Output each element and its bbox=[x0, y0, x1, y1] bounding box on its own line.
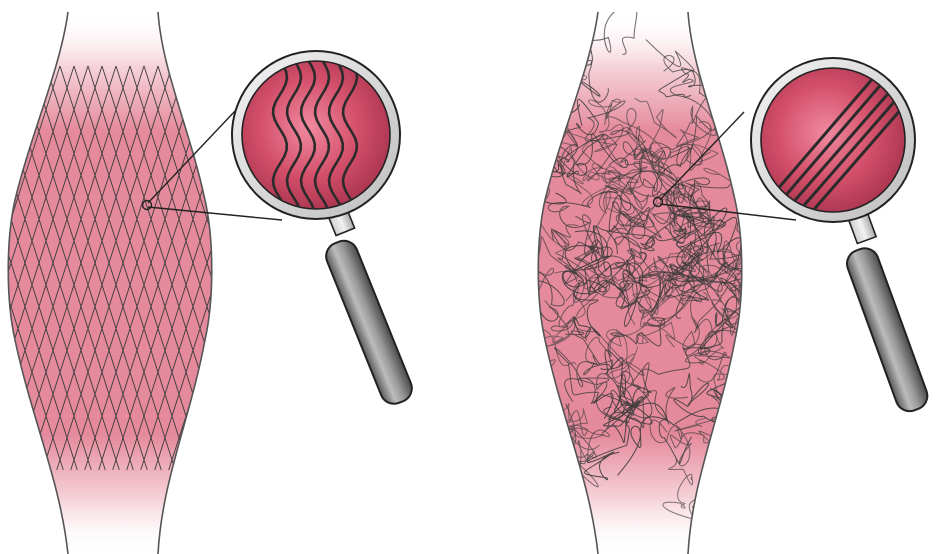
tangle-fiber bbox=[732, 230, 846, 277]
tangle-fiber bbox=[500, 432, 571, 503]
left-tissue bbox=[0, 12, 875, 554]
tangle-fiber bbox=[518, 78, 578, 155]
right-magnifier bbox=[751, 58, 931, 415]
tangle-fiber bbox=[738, 346, 837, 409]
tangle-fiber bbox=[504, 360, 555, 498]
right-magnifier-handle bbox=[843, 244, 931, 415]
tangle-fiber bbox=[711, 419, 803, 496]
tangle-fiber bbox=[716, 60, 753, 104]
tangle-fiber bbox=[714, 390, 762, 475]
tangle-fiber bbox=[734, 404, 808, 478]
right-panel bbox=[481, 5, 931, 554]
left-magnifier bbox=[232, 51, 416, 408]
left-magnifier-handle bbox=[322, 237, 416, 408]
left-panel bbox=[0, 12, 875, 554]
tangle-fiber bbox=[481, 33, 553, 120]
